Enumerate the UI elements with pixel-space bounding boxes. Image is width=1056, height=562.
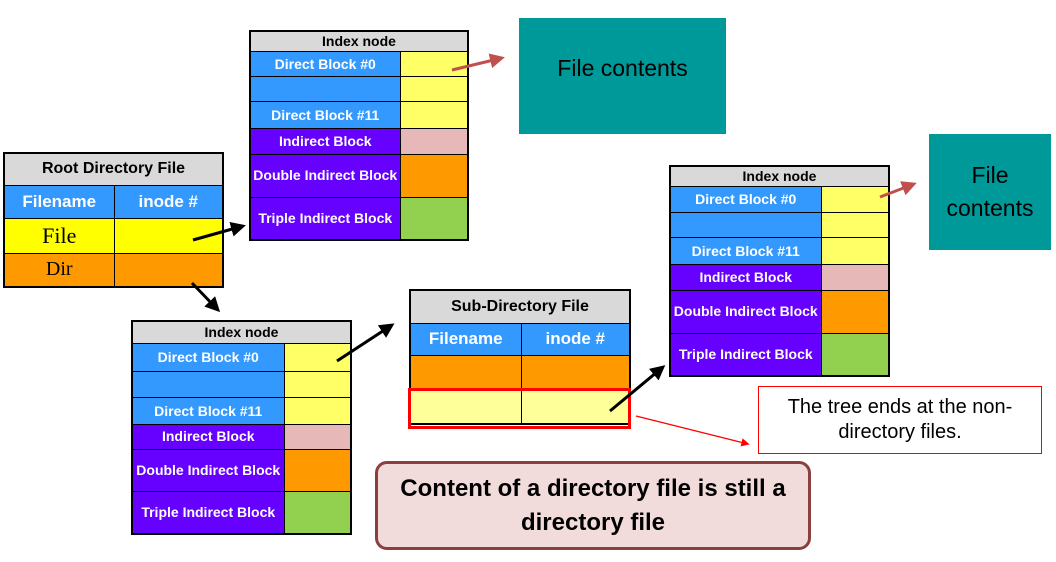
pointer-cell [283,448,352,492]
arrow-highlight-to-callout [635,415,750,447]
pointer-cell [399,50,469,77]
pointer-cell [399,153,469,198]
pointer-cell [820,332,890,377]
entry-dir-name: Dir [3,252,115,288]
highlighted-row [408,388,631,429]
entry-file-name: File [3,217,115,254]
pointer-cell [820,236,890,265]
sub-entry-1-inode [520,354,631,390]
triple-indirect-block: Triple Indirect Block [131,490,285,535]
directory-content-banner: Content of a directory file is still a d… [375,461,811,550]
indirect-block: Indirect Block [669,263,822,291]
pointer-cell [820,289,890,334]
pointer-cell [399,100,469,129]
indirect-block: Indirect Block [131,423,285,450]
direct-block-11: Direct Block #11 [249,100,401,129]
pointer-cell [283,490,352,535]
pointer-cell [820,211,890,238]
file-contents-top: File contents [519,18,726,134]
pointer-cell [820,263,890,291]
index-node-top: Index node Direct Block #0 Direct Block … [249,30,469,241]
entry-dir-inode [113,252,224,288]
filename-header: Filename [409,322,522,356]
file-contents-label: File contents [557,54,688,81]
pointer-cell [283,342,352,372]
pointer-cell [283,370,352,398]
filename-header: Filename [3,184,115,219]
callout-text: The tree ends at the non-directory files… [787,396,1013,443]
tree-ends-callout: The tree ends at the non-directory files… [758,386,1042,454]
index-node-right: Index node Direct Block #0 Direct Block … [669,165,890,377]
sub-directory-title: Sub-Directory File [409,289,631,324]
root-directory-title: Root Directory File [3,152,224,186]
index-node-title: Index node [249,30,469,52]
index-node-title: Index node [669,165,890,187]
index-node-title: Index node [131,320,352,344]
pointer-cell [399,75,469,102]
direct-block-11: Direct Block #11 [669,236,822,265]
inode-header: inode # [520,322,631,356]
direct-block-mid [669,211,822,238]
double-indirect-block: Double Indirect Block [249,153,401,198]
direct-block-0: Direct Block #0 [249,50,401,77]
root-directory-table: Root Directory File Filename inode # Fil… [3,152,225,288]
file-contents-label: File contents [946,162,1034,221]
direct-block-mid [249,75,401,102]
pointer-cell [820,185,890,213]
file-contents-right: File contents [929,134,1051,250]
triple-indirect-block: Triple Indirect Block [669,332,822,377]
sub-entry-1-name [409,354,522,390]
triple-indirect-block: Triple Indirect Block [249,196,401,241]
index-node-bottom: Index node Direct Block #0 Direct Block … [131,320,352,535]
inode-header: inode # [113,184,224,219]
pointer-cell [283,423,352,450]
sub-entry-2-name [409,388,522,425]
banner-text: Content of a directory file is still a d… [400,474,786,536]
pointer-cell [399,127,469,155]
pointer-cell [283,396,352,425]
direct-block-11: Direct Block #11 [131,396,285,425]
entry-file-inode [113,217,224,254]
pointer-cell [399,196,469,241]
indirect-block: Indirect Block [249,127,401,155]
sub-directory-table: Sub-Directory File Filename inode # [409,289,631,425]
double-indirect-block: Double Indirect Block [131,448,285,492]
direct-block-0: Direct Block #0 [669,185,822,213]
direct-block-mid [131,370,285,398]
direct-block-0: Direct Block #0 [131,342,285,372]
double-indirect-block: Double Indirect Block [669,289,822,334]
